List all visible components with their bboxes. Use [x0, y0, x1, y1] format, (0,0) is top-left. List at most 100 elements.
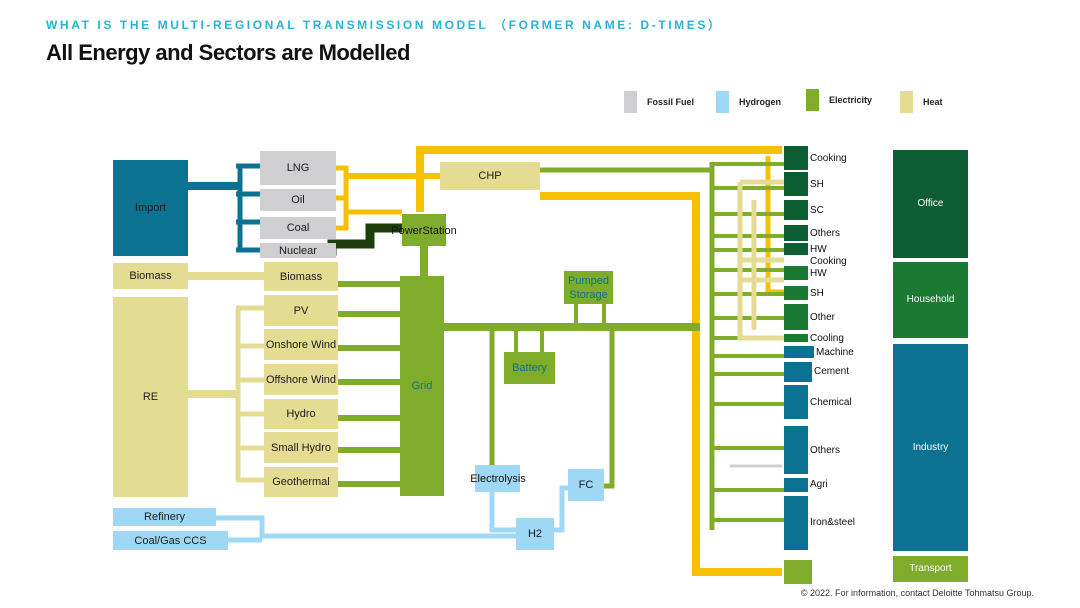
fc-box: FC: [568, 469, 604, 501]
pumped-storage-box: Pumped Storage: [564, 271, 613, 304]
pumped-storage-label: Pumped Storage: [568, 274, 609, 301]
enduse-block-others-1: [784, 225, 808, 241]
enduse-label-cooling: Cooling: [810, 333, 844, 344]
legend-label-fossil: Fossil Fuel: [647, 97, 695, 107]
office-label: Office: [917, 198, 944, 209]
h2-box: H2: [516, 518, 554, 550]
legend-swatch-electricity: [806, 89, 819, 111]
pumped-storage-links: [574, 303, 606, 327]
industry-sector: Industry: [893, 344, 968, 551]
enduse-label-machine: Machine: [816, 347, 854, 358]
coal-gas-ccs-box: Coal/Gas CCS: [113, 531, 228, 550]
offshore-wind-box: Offshore Wind: [264, 364, 338, 395]
grid-box: Grid: [400, 276, 444, 496]
household-label: Household: [906, 294, 955, 305]
biomass-source-label: Biomass: [129, 270, 172, 282]
lng-box: LNG: [260, 151, 336, 185]
grid-label: Grid: [411, 380, 433, 392]
legend-swatch-hydrogen: [716, 91, 729, 113]
refinery-box: Refinery: [113, 508, 216, 526]
powerstation-label-wrap: PowerStation: [388, 224, 460, 238]
transport-sector: Transport: [893, 556, 968, 582]
coal-gas-ccs-label: Coal/Gas CCS: [134, 534, 207, 547]
fuel-collector: [336, 165, 349, 231]
enduse-block-cooking-2: [784, 266, 808, 280]
enduse-label-agri: Agri: [810, 479, 828, 490]
onshore-wind-box: Onshore Wind: [264, 329, 338, 360]
import-box: Import: [113, 160, 188, 256]
eyebrow: WHAT IS THE MULTI-REGIONAL TRANSMISSION …: [46, 18, 723, 32]
household-sector: Household: [893, 262, 968, 338]
enduse-block-transport: [784, 560, 812, 584]
import-label: Import: [134, 202, 167, 214]
pv-label: PV: [293, 304, 309, 317]
re-label: RE: [142, 391, 159, 403]
heat-top-loop: [416, 146, 782, 212]
nuclear-box: Nuclear: [260, 243, 336, 258]
geothermal-label: Geothermal: [272, 476, 330, 488]
coal-label: Coal: [286, 222, 310, 234]
enduse-label-hw-2: HW: [810, 268, 827, 279]
enduse-label-others-2: Others: [810, 445, 841, 456]
import-distribution: [236, 163, 260, 253]
grid-to-fc: [604, 327, 615, 489]
legend-electricity: Electricity: [806, 88, 872, 112]
battery-links: [514, 327, 544, 352]
legend-label-electricity: Electricity: [829, 95, 873, 105]
powerstation-label: PowerStation: [391, 225, 457, 237]
enduse-label-cement: Cement: [814, 366, 850, 377]
enduse-block-sc: [784, 200, 808, 220]
enduse-label-hw-1: HW: [810, 244, 827, 255]
enduse-label-cooking-2: Cooking: [810, 256, 847, 267]
enduse-label-chemical: Chemical: [810, 397, 852, 408]
oil-label: Oil: [291, 194, 305, 206]
small-hydro-label: Small Hydro: [271, 441, 331, 454]
geothermal-box: Geothermal: [264, 467, 338, 497]
refinery-h2-flow: [216, 515, 516, 539]
oil-box: Oil: [260, 189, 336, 211]
transport-label: Transport: [909, 563, 952, 574]
heat-chp-out: [540, 192, 782, 576]
enduse-label-cooking-1: Cooking: [810, 153, 847, 164]
enduse-block-hw-1: [784, 243, 808, 255]
chp-label: CHP: [478, 170, 502, 182]
enduse-block-cooling: [784, 334, 808, 342]
biomass-fuel-box: Biomass: [264, 262, 338, 291]
enduse-block-sh-1: [784, 172, 808, 196]
enduse-label-iron-steel: Iron&steel: [810, 517, 856, 528]
electrolysis-label: Electrolysis: [470, 473, 526, 485]
fc-label: FC: [578, 479, 594, 491]
enduse-block-other: [784, 304, 808, 330]
hydro-label: Hydro: [286, 408, 316, 420]
enduse-block-machine: [784, 346, 814, 358]
legend-swatch-fossil: [624, 91, 637, 113]
battery-box: Battery: [504, 352, 555, 384]
powerstation-box: [402, 214, 446, 246]
renewables-to-grid: [338, 311, 402, 487]
enduse-label-sh-1: SH: [810, 179, 824, 190]
nuclear-label: Nuclear: [279, 244, 317, 257]
biomass-fuel-label: Biomass: [279, 270, 323, 283]
enduse-block-iron-steel: [784, 496, 808, 550]
enduse-block-cooking-1: [784, 146, 808, 170]
battery-label: Battery: [512, 362, 547, 374]
lng-label: LNG: [286, 162, 310, 174]
enduse-block-agri: [784, 478, 808, 492]
biomass-source-box: Biomass: [113, 263, 188, 289]
legend-hydrogen: Hydrogen: [716, 90, 781, 114]
onshore-wind-label: Onshore Wind: [265, 338, 337, 351]
electrolysis-label-wrap: Electrolysis: [462, 472, 534, 486]
enduse-label-others-1: Others: [810, 228, 841, 239]
small-hydro-box: Small Hydro: [264, 432, 338, 463]
coal-box: Coal: [260, 217, 336, 239]
heat-to-household: [737, 179, 784, 341]
enduse-block-cement: [784, 362, 812, 382]
enduse-block-sh-2: [784, 286, 808, 300]
hydro-box: Hydro: [264, 399, 338, 429]
re-distribution: [235, 305, 264, 483]
industry-label: Industry: [912, 441, 949, 453]
offshore-wind-label: Offshore Wind: [265, 373, 337, 386]
re-box: RE: [113, 297, 188, 497]
electrolysis-box: [475, 465, 520, 492]
